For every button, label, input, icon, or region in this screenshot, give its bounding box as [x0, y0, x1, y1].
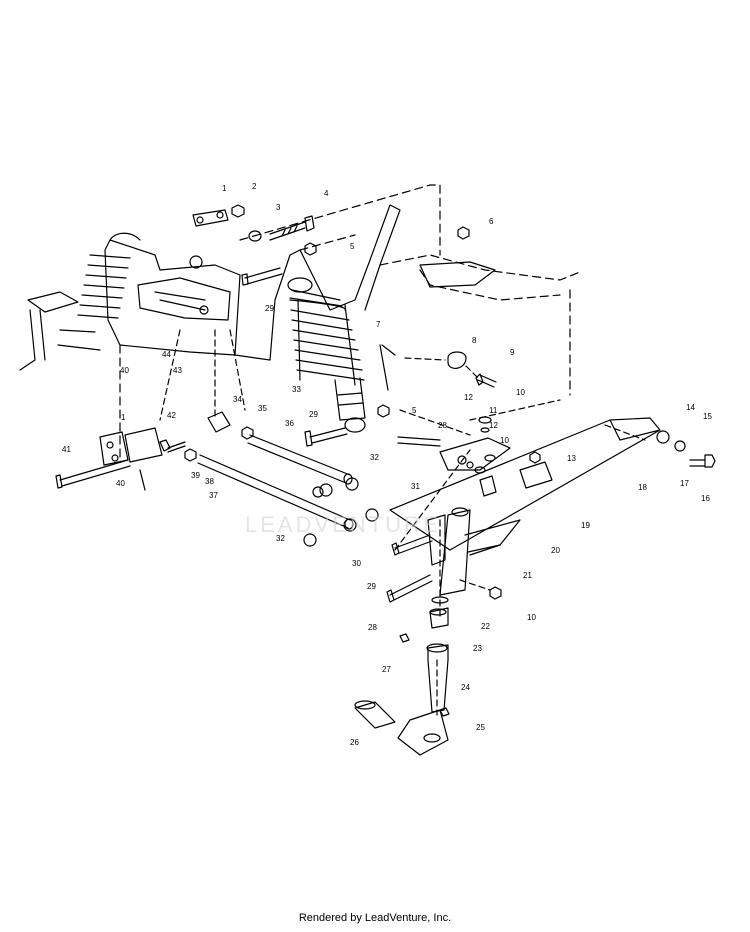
spindle-24 — [427, 644, 449, 713]
part-label-7: 7 — [376, 320, 381, 329]
part-label-22: 22 — [481, 622, 490, 631]
part-label-18: 18 — [638, 483, 647, 492]
part-label-5: 5 — [412, 406, 417, 415]
part-label-23: 23 — [473, 644, 482, 653]
part-label-19: 19 — [581, 521, 590, 530]
part-label-1: 1 — [222, 184, 227, 193]
part-label-15: 15 — [703, 412, 712, 421]
part-label-10: 10 — [527, 613, 536, 622]
part-label-10: 10 — [516, 388, 525, 397]
part-label-32: 32 — [370, 453, 379, 462]
footer-credit: Rendered by LeadVenture, Inc. — [298, 912, 452, 924]
part-label-30: 30 — [352, 559, 361, 568]
part-label-8: 8 — [472, 336, 477, 345]
background-shock — [19, 232, 141, 371]
nut-2 — [231, 204, 245, 218]
part-label-35: 35 — [258, 404, 267, 413]
part-label-16: 16 — [701, 494, 710, 503]
part-label-31: 31 — [411, 482, 420, 491]
part-label-43: 43 — [173, 366, 182, 375]
part-label-17: 17 — [680, 479, 689, 488]
part-label-11: 11 — [489, 406, 498, 415]
part-label-39: 39 — [191, 471, 200, 480]
part-label-29: 29 — [309, 410, 318, 419]
part-label-29: 29 — [265, 304, 274, 313]
part-label-40: 40 — [120, 366, 129, 375]
part-label-14: 14 — [686, 403, 695, 412]
part-label-40: 40 — [116, 479, 125, 488]
part-label-9: 9 — [510, 348, 515, 357]
part-label-20: 20 — [551, 546, 560, 555]
part-label-6: 6 — [489, 217, 494, 226]
bolt-29-lower — [304, 427, 348, 447]
tie-rod-37 — [197, 454, 351, 529]
part-label-28: 28 — [438, 421, 447, 430]
part-label-44: 44 — [162, 350, 171, 359]
frame-upper-dashed — [239, 184, 581, 281]
part-label-26: 26 — [350, 738, 359, 747]
pivot-bracket — [439, 437, 511, 471]
part-label-28: 28 — [368, 623, 377, 632]
part-label-2: 2 — [252, 182, 257, 191]
bushing-8 — [447, 351, 467, 369]
shock-absorber — [287, 277, 396, 433]
spindle-housing — [427, 507, 521, 596]
part-label-36: 36 — [285, 419, 294, 428]
watermark: LEADVENTURE — [245, 512, 441, 537]
part-label-41: 41 — [62, 445, 71, 454]
part-label-12: 12 — [489, 421, 498, 430]
frame-bracket — [419, 261, 496, 288]
part-label-24: 24 — [461, 683, 470, 692]
part-label-38: 38 — [205, 477, 214, 486]
link-plate — [192, 209, 229, 227]
part-label-12: 12 — [464, 393, 473, 402]
tie-rod-36 — [247, 434, 351, 484]
part-label-37: 37 — [209, 491, 218, 500]
part-label-3: 3 — [276, 203, 281, 212]
bolt-41 — [55, 459, 131, 489]
frame-lower-dashed — [119, 269, 571, 461]
bolt-16 — [689, 454, 716, 468]
bushing-26 — [354, 701, 396, 729]
part-label-34: 34 — [233, 395, 242, 404]
part-label-1: 1 — [121, 413, 126, 422]
frame-wall — [234, 204, 401, 361]
bracket-20 — [479, 475, 497, 497]
front-bracket — [137, 277, 231, 321]
part-label-27: 27 — [382, 665, 391, 674]
frame-outline — [104, 239, 241, 356]
part-label-33: 33 — [292, 385, 301, 394]
part-label-25: 25 — [476, 723, 485, 732]
block-19 — [519, 461, 553, 489]
part-label-42: 42 — [167, 411, 176, 420]
part-label-13: 13 — [567, 454, 576, 463]
part-label-32: 32 — [276, 534, 285, 543]
part-label-5: 5 — [350, 242, 355, 251]
part-label-4: 4 — [324, 189, 329, 198]
bolt-4 — [269, 215, 315, 241]
part-label-21: 21 — [523, 571, 532, 580]
part-label-10: 10 — [500, 436, 509, 445]
link-plate-1 — [99, 431, 129, 466]
part-label-29: 29 — [367, 582, 376, 591]
bracket-42 — [124, 427, 163, 463]
